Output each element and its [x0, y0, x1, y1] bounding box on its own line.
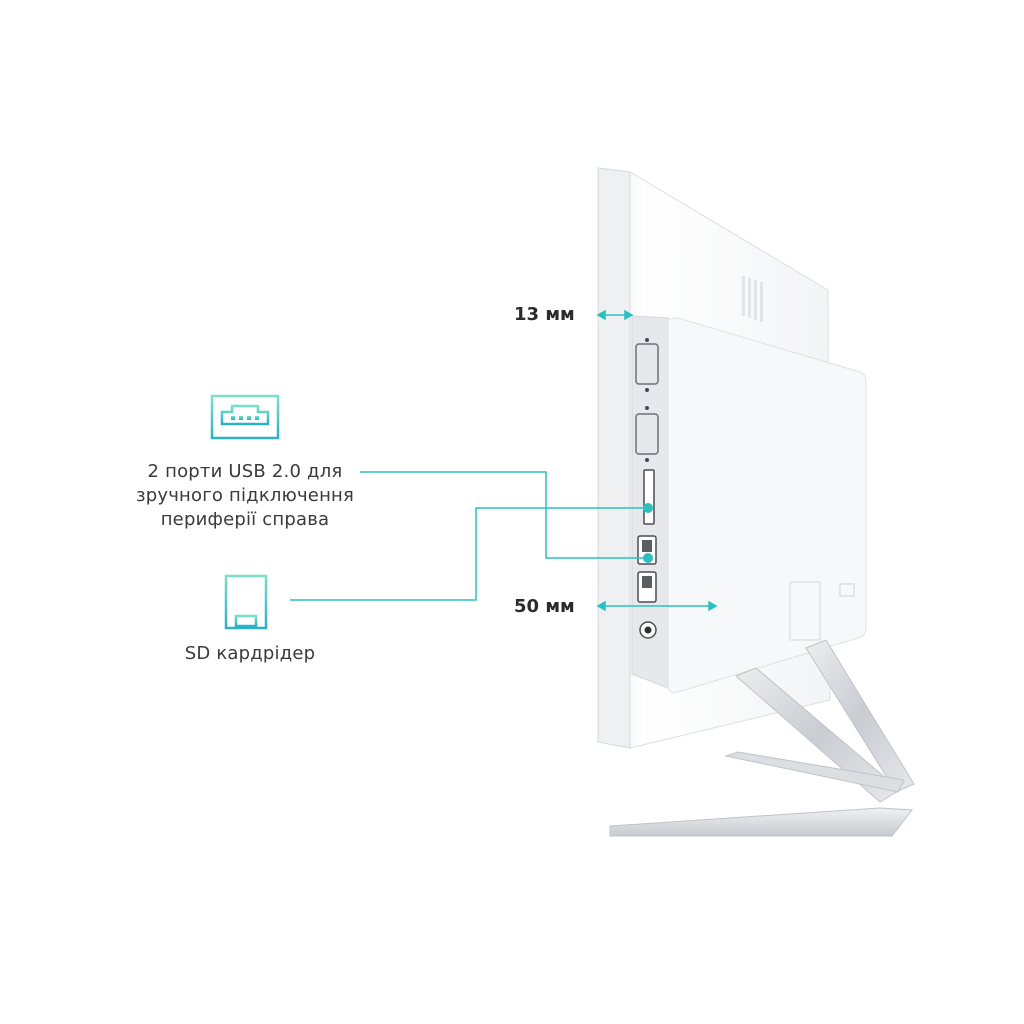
- dimension-arrows: [596, 309, 718, 612]
- rear-module: [631, 315, 867, 693]
- usb-feature-line-1: 2 порти USB 2.0 для: [147, 461, 343, 482]
- monitor-stand: [609, 639, 915, 837]
- usb-feature-line-2: зручного підключення: [135, 485, 355, 506]
- usb-port-icon: [210, 394, 280, 440]
- callout-lines: [290, 471, 648, 601]
- side-ports: [635, 338, 659, 639]
- depth-dimension-label: 50 мм: [514, 596, 575, 617]
- usb-feature-line-3: периферії справа: [160, 509, 330, 530]
- thickness-dimension-label: 13 мм: [514, 304, 575, 325]
- sd-card-icon: [222, 572, 270, 632]
- callout-dot-usb: [643, 553, 653, 563]
- sd-feature-label: SD кардрідер: [184, 643, 316, 664]
- usb-feature-label: 2 порти USB 2.0 для зручного підключення…: [120, 460, 370, 532]
- callout-dot-sd: [643, 503, 653, 513]
